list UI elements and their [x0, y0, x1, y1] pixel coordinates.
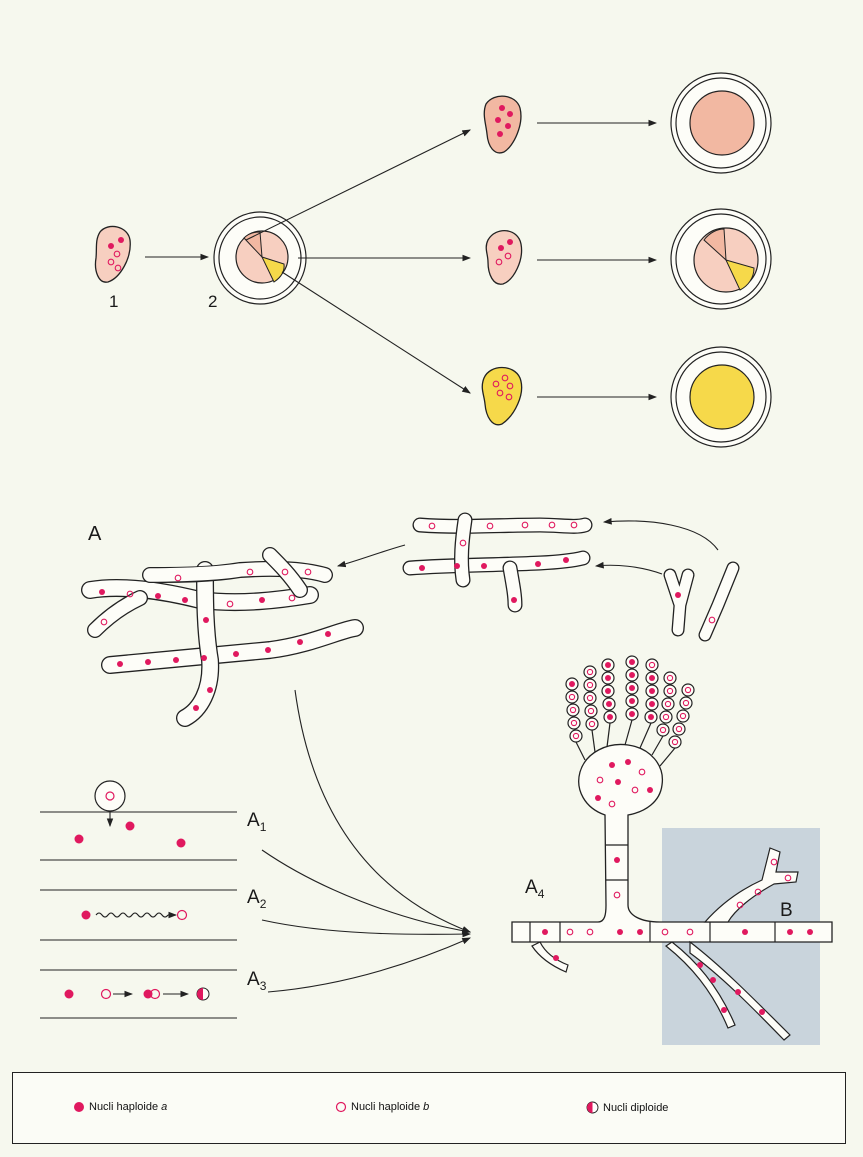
panel-A1	[74, 780, 186, 848]
hollow-nucleus-icon	[335, 1101, 347, 1113]
arrow-2-to-bottom	[281, 271, 471, 394]
mycelium-young	[402, 512, 593, 613]
legend-haploid-b-text: Nucli haploide	[351, 1101, 424, 1113]
label-B: B	[780, 900, 793, 921]
panel-A3	[64, 987, 210, 1001]
colony-bottom-haploid-b	[670, 346, 772, 448]
converging-arrows	[261, 689, 472, 993]
label-A2: A2	[247, 887, 267, 911]
spore-top	[483, 95, 522, 154]
label-2: 2	[208, 292, 217, 311]
filled-nucleus-icon	[74, 1102, 84, 1112]
legend-haploid-b: Nucli haploide b	[335, 1101, 429, 1113]
panel-lines	[40, 811, 237, 1019]
germinating-spores	[663, 561, 740, 642]
legend-haploid-a-text: Nucli haploide	[89, 1101, 162, 1113]
arrow-spores-to-young-top	[602, 518, 719, 551]
legend-diploid: Nucli diploide	[586, 1101, 668, 1114]
arrow-spores-to-young-bottom	[594, 561, 663, 575]
half-filled-nucleus-icon	[586, 1101, 599, 1114]
colony-2	[213, 211, 307, 305]
label-1: 1	[109, 292, 118, 311]
mycelium-A-nuclei	[99, 568, 331, 711]
spore-1	[94, 225, 131, 283]
legend: Nucli haploide a Nucli haploide b Nucli …	[12, 1072, 846, 1144]
colony-top-haploid-a	[670, 72, 772, 174]
label-A: A	[88, 523, 102, 545]
spore-bottom	[481, 366, 523, 426]
legend-diploid-text: Nucli diploide	[603, 1101, 669, 1114]
label-A3: A3	[247, 969, 267, 993]
arrow-young-to-A	[336, 544, 406, 568]
arrow-2-to-top	[245, 129, 471, 241]
label-A1: A1	[247, 810, 267, 834]
colony-middle-mixed	[670, 208, 772, 310]
label-A4: A4	[525, 877, 545, 901]
panel-A2	[81, 909, 188, 921]
mycelium-A4-nuclei	[542, 759, 813, 1015]
mycelium-A	[81, 547, 364, 727]
legend-haploid-a-letter: a	[161, 1101, 168, 1113]
spore-middle	[485, 230, 523, 285]
legend-haploid-a: Nucli haploide a	[73, 1101, 167, 1113]
conidia-chains	[565, 655, 695, 749]
mycelium-A4	[511, 719, 833, 1041]
legend-haploid-b-letter: b	[423, 1101, 430, 1113]
